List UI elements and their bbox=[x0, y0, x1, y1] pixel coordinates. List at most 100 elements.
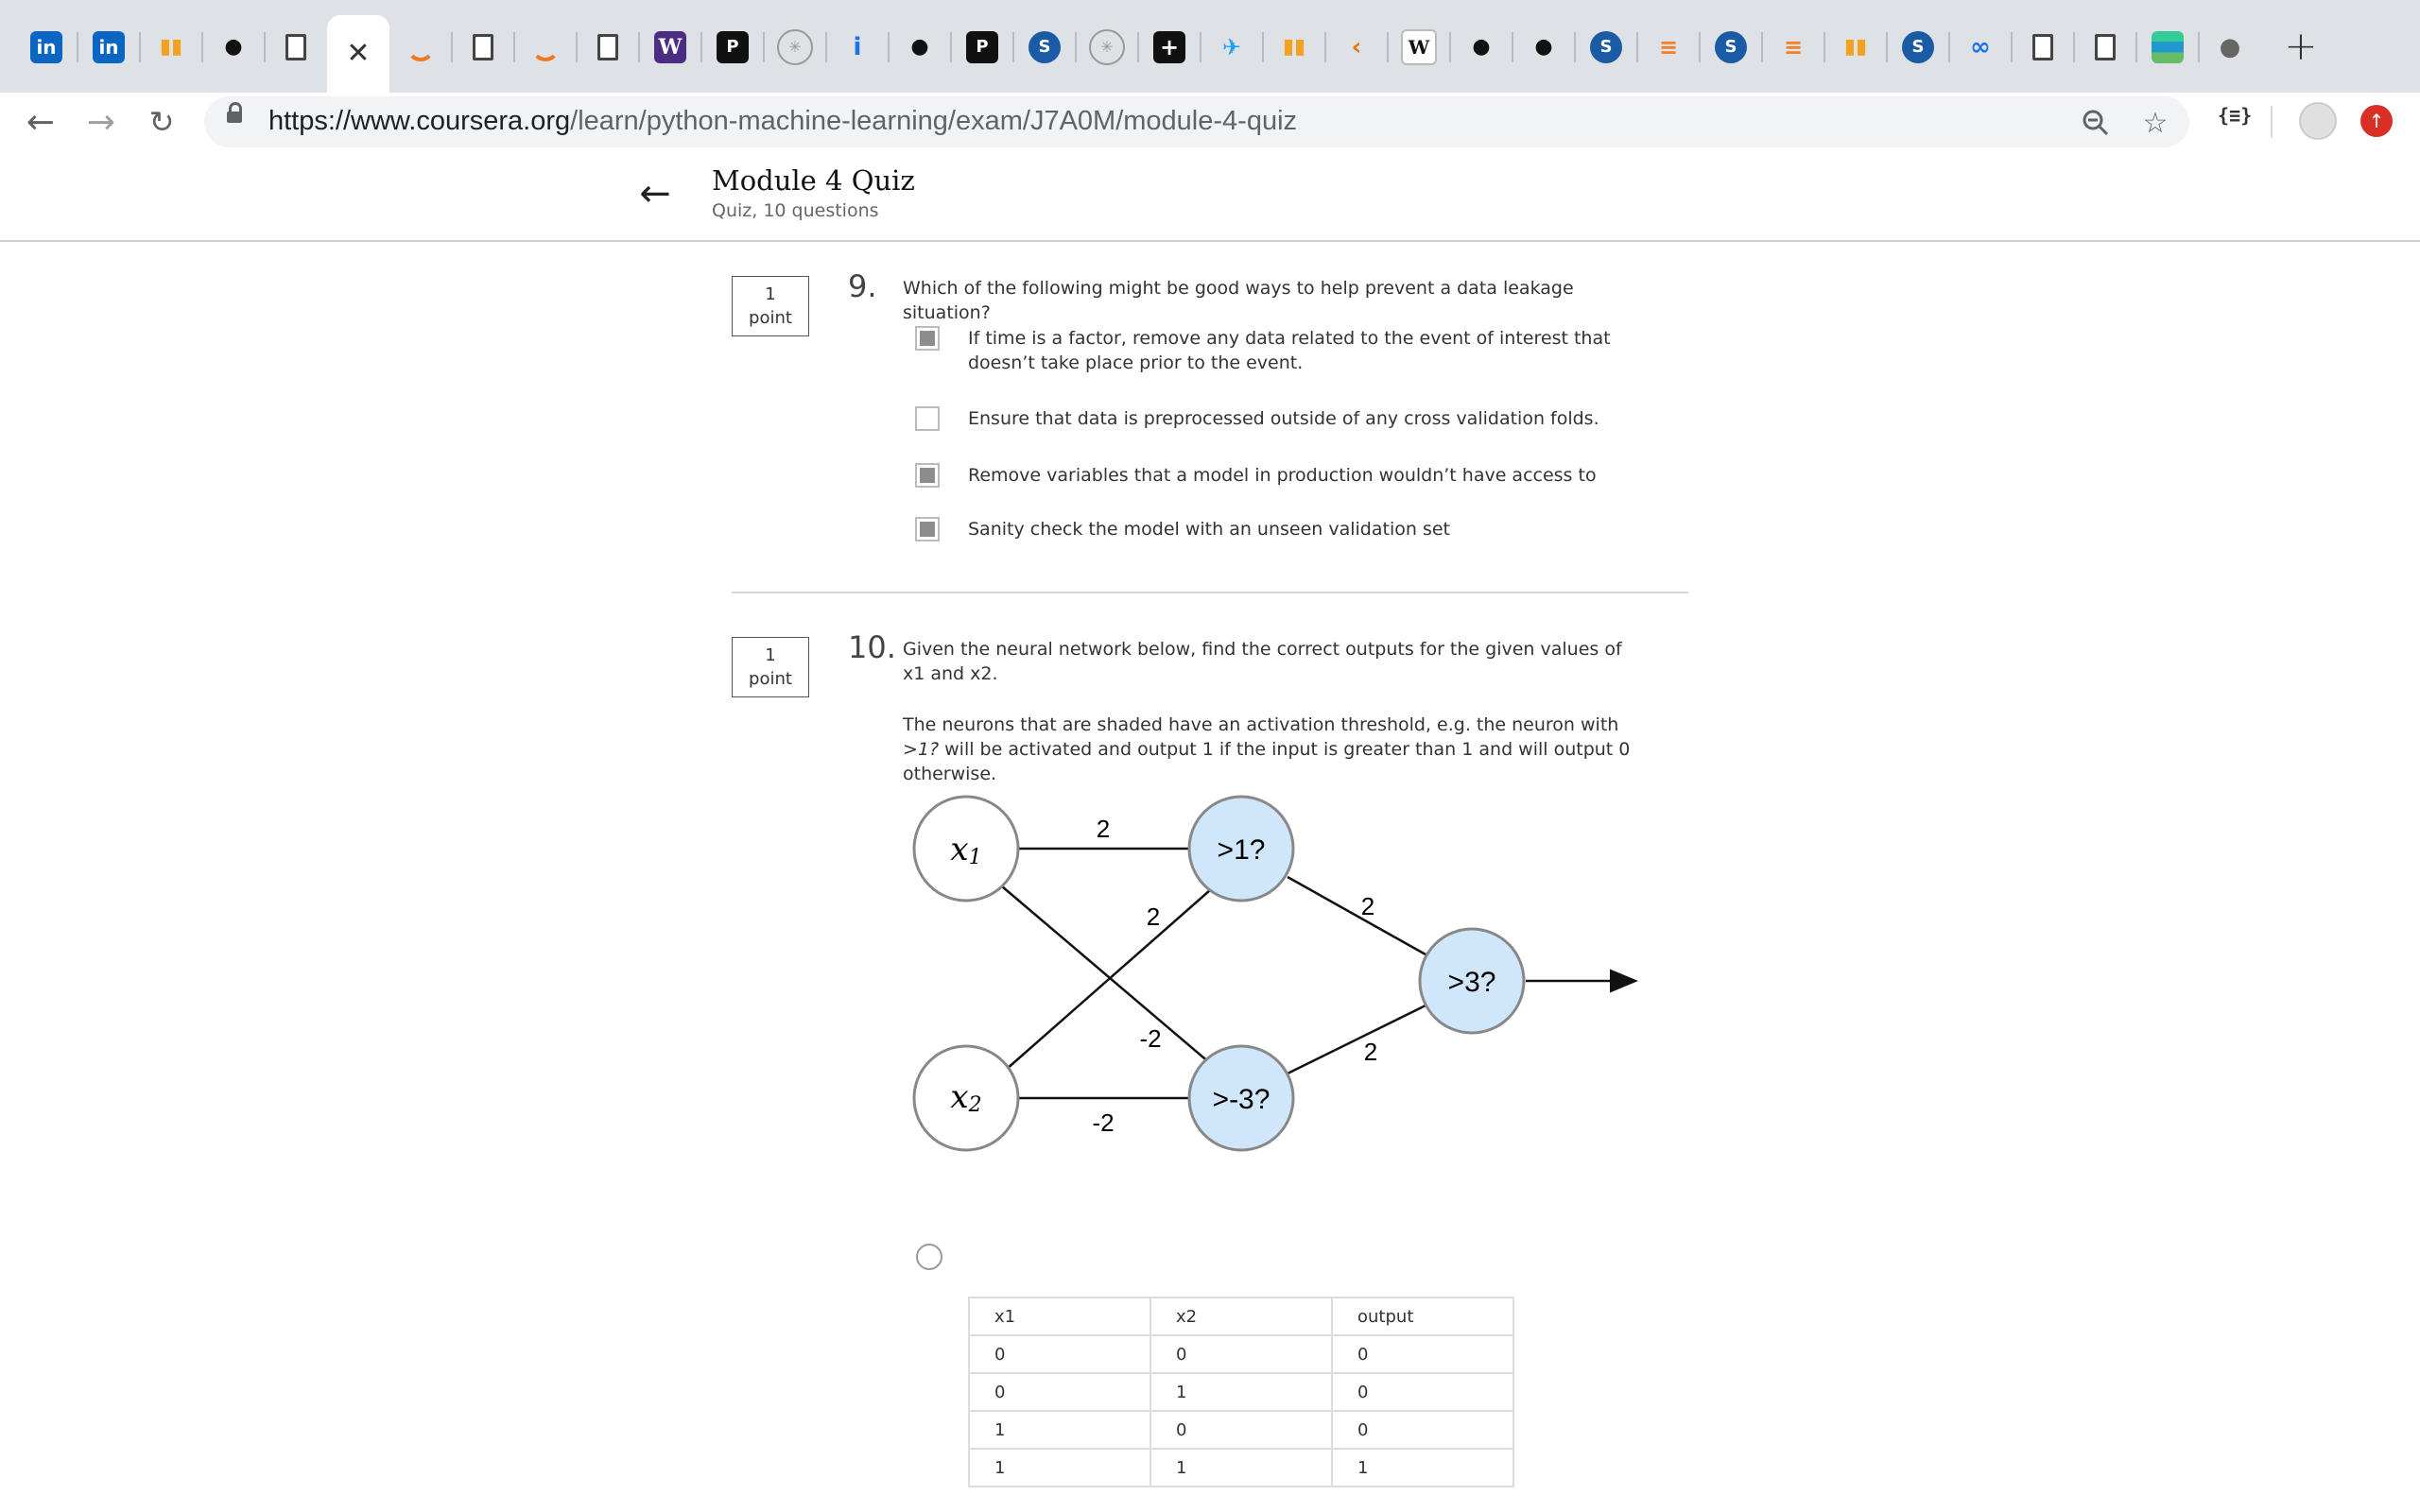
tab-separator bbox=[763, 32, 765, 62]
browser-tab[interactable]: S bbox=[1887, 26, 1949, 68]
json-extension-icon[interactable]: {≡} bbox=[2218, 104, 2253, 127]
browser-tab[interactable] bbox=[577, 26, 639, 68]
browser-tab[interactable]: ∞ bbox=[1949, 26, 2012, 68]
browser-tab[interactable]: ● bbox=[1450, 26, 1512, 68]
browser-tab[interactable]: ≡ bbox=[1637, 26, 1700, 68]
table-row: 1 1 1 bbox=[968, 1448, 1514, 1487]
q9-option-1-label: If time is a factor, remove any data rel… bbox=[968, 328, 1611, 373]
q9-option-3-checkbox[interactable] bbox=[915, 463, 940, 488]
edge-x2-h1 bbox=[1005, 889, 1211, 1071]
forward-arrow-icon[interactable]: → bbox=[86, 102, 116, 142]
node-output: >3? bbox=[1418, 927, 1526, 1035]
browser-tab[interactable]: ● bbox=[889, 26, 951, 68]
url-text[interactable]: https://www.coursera.org/learn/python-ma… bbox=[268, 106, 1297, 137]
document-icon bbox=[597, 34, 618, 60]
browser-tab[interactable]: ✳ bbox=[1076, 26, 1138, 68]
p-icon: P bbox=[966, 31, 998, 63]
browser-tab[interactable]: ‹ bbox=[1325, 26, 1388, 68]
browser-tab[interactable] bbox=[2136, 26, 2199, 68]
browser-tab[interactable]: P bbox=[951, 26, 1013, 68]
bookmark-star-icon[interactable]: ☆ bbox=[2142, 106, 2169, 140]
table-cell: 0 bbox=[968, 1334, 1151, 1374]
browser-tab[interactable]: S bbox=[1013, 26, 1076, 68]
browser-tab[interactable]: W bbox=[639, 26, 701, 68]
back-to-course-icon[interactable]: ← bbox=[639, 172, 671, 215]
browser-tab[interactable] bbox=[2074, 26, 2136, 68]
tab-separator bbox=[2198, 32, 2200, 62]
browser-tab[interactable] bbox=[514, 26, 577, 68]
q9-option-4-checkbox[interactable] bbox=[915, 517, 940, 541]
tab-separator bbox=[139, 32, 141, 62]
q9-points-badge: 1 point bbox=[732, 276, 809, 336]
github-icon: ● bbox=[1534, 35, 1553, 59]
table-header-row: x1 x2 output bbox=[968, 1297, 1514, 1336]
browser-tab[interactable]: ✈ bbox=[1201, 26, 1263, 68]
stackoverflow-icon: ≡ bbox=[1658, 34, 1679, 60]
tab-separator bbox=[2135, 32, 2137, 62]
q10-note-post: will be activated and output 1 if the in… bbox=[903, 739, 1631, 784]
linkedin-icon: in bbox=[93, 31, 125, 63]
browser-tab[interactable]: in bbox=[15, 26, 78, 68]
browser-tab[interactable]: i bbox=[826, 26, 889, 68]
browser-tab[interactable]: ✕ bbox=[327, 15, 389, 93]
github-icon: ● bbox=[224, 35, 243, 59]
browser-tab[interactable]: ● bbox=[202, 26, 265, 68]
chart-bars-icon: ▮▮ bbox=[1843, 35, 1868, 59]
document-icon bbox=[473, 34, 493, 60]
table-cell: 1 bbox=[968, 1448, 1151, 1487]
table-row: 0 1 0 bbox=[968, 1372, 1514, 1412]
browser-tab[interactable]: ▮▮ bbox=[140, 26, 202, 68]
browser-tab[interactable]: ● bbox=[2199, 26, 2261, 68]
browser-tab[interactable]: P bbox=[701, 26, 764, 68]
browser-tab[interactable]: ≡ bbox=[1762, 26, 1824, 68]
q10-points-badge: 1 point bbox=[732, 637, 809, 697]
q9-option-2-checkbox[interactable] bbox=[915, 406, 940, 431]
coursera-icon bbox=[406, 33, 435, 61]
browser-tab[interactable]: ✳ bbox=[764, 26, 826, 68]
node-hidden-2-label: >-3? bbox=[1213, 1084, 1270, 1115]
node-output-label: >3? bbox=[1448, 967, 1496, 998]
tab-separator bbox=[1012, 32, 1014, 62]
tab-separator bbox=[1636, 32, 1638, 62]
browser-tab[interactable]: ● bbox=[1512, 26, 1575, 68]
browser-tab[interactable]: ▮▮ bbox=[1263, 26, 1325, 68]
browser-tab[interactable]: ▮▮ bbox=[1824, 26, 1887, 68]
browser-tab[interactable] bbox=[452, 26, 514, 68]
back-arrow-icon[interactable]: ← bbox=[26, 102, 56, 142]
quiz-subtitle: Quiz, 10 questions bbox=[712, 200, 879, 221]
q9-option-2-label: Ensure that data is preprocessed outside… bbox=[968, 408, 1599, 429]
browser-tab[interactable] bbox=[2012, 26, 2074, 68]
profile-avatar[interactable] bbox=[2299, 102, 2337, 140]
tab-separator bbox=[1512, 32, 1513, 62]
table-header-cell: x2 bbox=[1150, 1297, 1333, 1336]
browser-tab[interactable] bbox=[265, 26, 327, 68]
browser-tab[interactable]: S bbox=[1575, 26, 1637, 68]
browser-tab[interactable]: S bbox=[1700, 26, 1762, 68]
node-hidden-1-label: >1? bbox=[1218, 834, 1266, 866]
address-bar[interactable]: https://www.coursera.org/learn/python-ma… bbox=[204, 96, 2189, 147]
update-icon[interactable]: ↑ bbox=[2360, 105, 2393, 137]
q9-option-1-checkbox[interactable] bbox=[915, 326, 940, 351]
q10-option-1-radio[interactable] bbox=[916, 1244, 942, 1270]
table-cell: 1 bbox=[1331, 1448, 1514, 1487]
zoom-icon[interactable] bbox=[2077, 104, 2115, 142]
browser-tab[interactable]: W bbox=[1388, 26, 1450, 68]
browser-tab[interactable]: + bbox=[1138, 26, 1201, 68]
grid-icon bbox=[2152, 31, 2184, 63]
tab-separator bbox=[1137, 32, 1139, 62]
s-icon: S bbox=[1715, 31, 1747, 63]
q9-option-3-label: Remove variables that a model in product… bbox=[968, 465, 1597, 486]
browser-tab[interactable] bbox=[389, 26, 452, 68]
node-x1: x1 bbox=[912, 795, 1020, 902]
reload-icon[interactable]: ↻ bbox=[148, 104, 175, 140]
browser-tab[interactable]: in bbox=[78, 26, 140, 68]
document-icon bbox=[285, 34, 306, 60]
q10-question-text: Given the neural network below, find the… bbox=[903, 639, 1622, 684]
node-x1-subscript: 1 bbox=[969, 846, 982, 869]
tab-separator bbox=[825, 32, 827, 62]
new-tab-button[interactable]: + bbox=[2284, 22, 2318, 69]
chart-bars-icon: ▮▮ bbox=[1282, 35, 1306, 59]
github-icon: ● bbox=[910, 35, 929, 59]
url-host: https://www.coursera.org bbox=[268, 106, 571, 136]
plus-box-icon: + bbox=[1153, 31, 1185, 63]
